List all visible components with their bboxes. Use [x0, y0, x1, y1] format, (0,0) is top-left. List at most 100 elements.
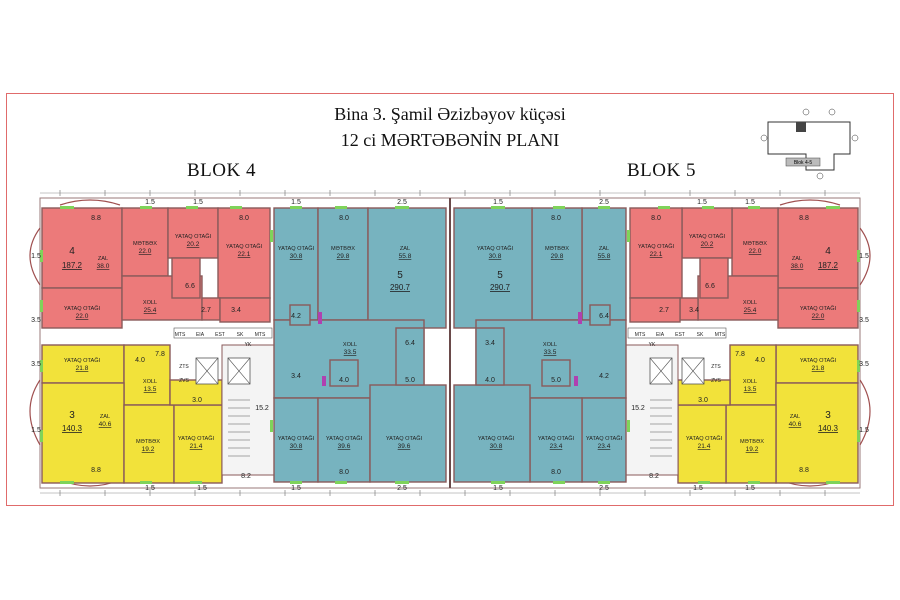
vent-mark — [578, 312, 582, 324]
room-name: XOLL — [343, 342, 357, 348]
window — [491, 206, 505, 209]
shaft-label: MTS — [255, 332, 266, 338]
window — [230, 206, 242, 209]
room-area: 22.0 — [812, 313, 825, 320]
room-area: 23.4 — [598, 443, 611, 450]
blok-5-label: BLOK 5 — [627, 160, 696, 181]
balcony-dimension: 1.5 — [745, 199, 755, 206]
room-area: 6.6 — [705, 283, 715, 290]
room-name: XOLL — [143, 300, 157, 306]
core-area-label: 8.2 — [241, 473, 251, 480]
balcony-dimension: 1.5 — [859, 253, 869, 260]
key-plan-marker — [796, 122, 806, 132]
room-bedroom — [167, 207, 219, 259]
window — [658, 206, 670, 209]
room-area: 38.0 — [791, 263, 804, 270]
balcony-dimension: 8.0 — [339, 215, 349, 222]
balcony-dimension: 1.5 — [291, 485, 301, 492]
room-area: 29.8 — [551, 253, 564, 260]
room-bath — [329, 359, 359, 387]
room-area: 5.0 — [551, 377, 561, 384]
room-bath — [395, 327, 425, 386]
room-area: 20.2 — [701, 241, 714, 248]
window — [857, 360, 860, 372]
room-area: 7.8 — [735, 351, 745, 358]
room-bedroom — [581, 207, 627, 321]
room-name: YATAQ OTAĞI — [175, 233, 212, 240]
room-area: 3.0 — [698, 397, 708, 404]
room-name: XOLL — [743, 379, 757, 385]
apartment-number: 5 — [497, 270, 503, 281]
room-name: MƏTBƏX — [743, 241, 767, 247]
room-area: 55.8 — [399, 253, 412, 260]
room-name: YATAQ OTAĞI — [538, 435, 575, 442]
balcony-dimension: 8.8 — [799, 467, 809, 474]
window — [395, 206, 409, 209]
balcony-dimension: 8.0 — [651, 215, 661, 222]
key-plan-axis-marker — [816, 172, 824, 180]
room-name: YATAQ OTAĞI — [64, 305, 101, 312]
room-wc — [589, 304, 611, 326]
balcony-dimension: 1.5 — [31, 253, 41, 260]
room-name: YATAQ OTAĞI — [278, 435, 315, 442]
core-area-label: 8.2 — [649, 473, 659, 480]
room-name: YATAQ OTAĞI — [800, 357, 837, 364]
window — [60, 206, 74, 209]
window — [553, 206, 565, 209]
room-name: YATAQ OTAĞI — [226, 243, 263, 250]
room-name: YATAQ OTAĞI — [800, 305, 837, 312]
room-name: MƏTBƏX — [740, 439, 764, 445]
room-name: YATAQ OTAĞI — [477, 245, 514, 252]
window — [290, 481, 302, 484]
vent-mark — [574, 376, 578, 386]
window — [40, 360, 43, 372]
key-plan-axis-marker — [760, 134, 768, 142]
shaft-label: ZVS — [179, 378, 189, 384]
room-wc — [289, 304, 311, 326]
shaft-label: EST — [675, 332, 685, 338]
elevator-cross — [649, 357, 673, 385]
room-area: 23.4 — [550, 443, 563, 450]
window — [598, 206, 610, 209]
plan-title-floor: 12 ci MƏRTƏBƏNİN PLANI — [340, 130, 560, 150]
room-name: MƏTBƏX — [133, 241, 157, 247]
window — [40, 300, 43, 312]
balcony-dimension: 1.5 — [291, 199, 301, 206]
balcony-dimension: 1.5 — [859, 427, 869, 434]
room-area: 4.0 — [485, 377, 495, 384]
shaft-label: YK — [245, 342, 252, 348]
room-name: ZAL — [98, 256, 108, 262]
room-area: 29.8 — [337, 253, 350, 260]
window — [140, 206, 152, 209]
shaft-label: EIA — [196, 332, 205, 338]
room-area: 21.8 — [76, 365, 89, 372]
window — [335, 206, 347, 209]
balcony-dimension: 3.5 — [31, 317, 41, 324]
key-plan: Blok 4-5 — [760, 108, 859, 180]
room-area: 6.6 — [185, 283, 195, 290]
window — [491, 481, 505, 484]
room-bedroom — [529, 397, 583, 483]
room-bedroom — [41, 344, 125, 384]
room-area: 5.0 — [405, 377, 415, 384]
room-area: 22.1 — [238, 251, 251, 258]
block-5 — [449, 197, 871, 489]
window — [40, 430, 43, 442]
room-name: YATAQ OTAĞI — [478, 435, 515, 442]
window — [857, 300, 860, 312]
apartment-number: 4 — [69, 246, 75, 257]
room-bedroom — [629, 207, 683, 299]
balcony-dimension: 2.5 — [397, 199, 407, 206]
vent-mark — [318, 312, 322, 324]
room-name: YATAQ OTAĞI — [689, 233, 726, 240]
key-plan-axis-marker — [802, 108, 810, 116]
room-storage — [219, 297, 271, 323]
room-area: 22.0 — [139, 248, 152, 255]
balcony-dimension: 2.5 — [397, 485, 407, 492]
block-4 — [29, 197, 451, 489]
room-metbex — [731, 207, 779, 277]
room-metbex — [531, 207, 583, 321]
blok-4-label: BLOK 4 — [187, 160, 256, 181]
window — [748, 206, 760, 209]
